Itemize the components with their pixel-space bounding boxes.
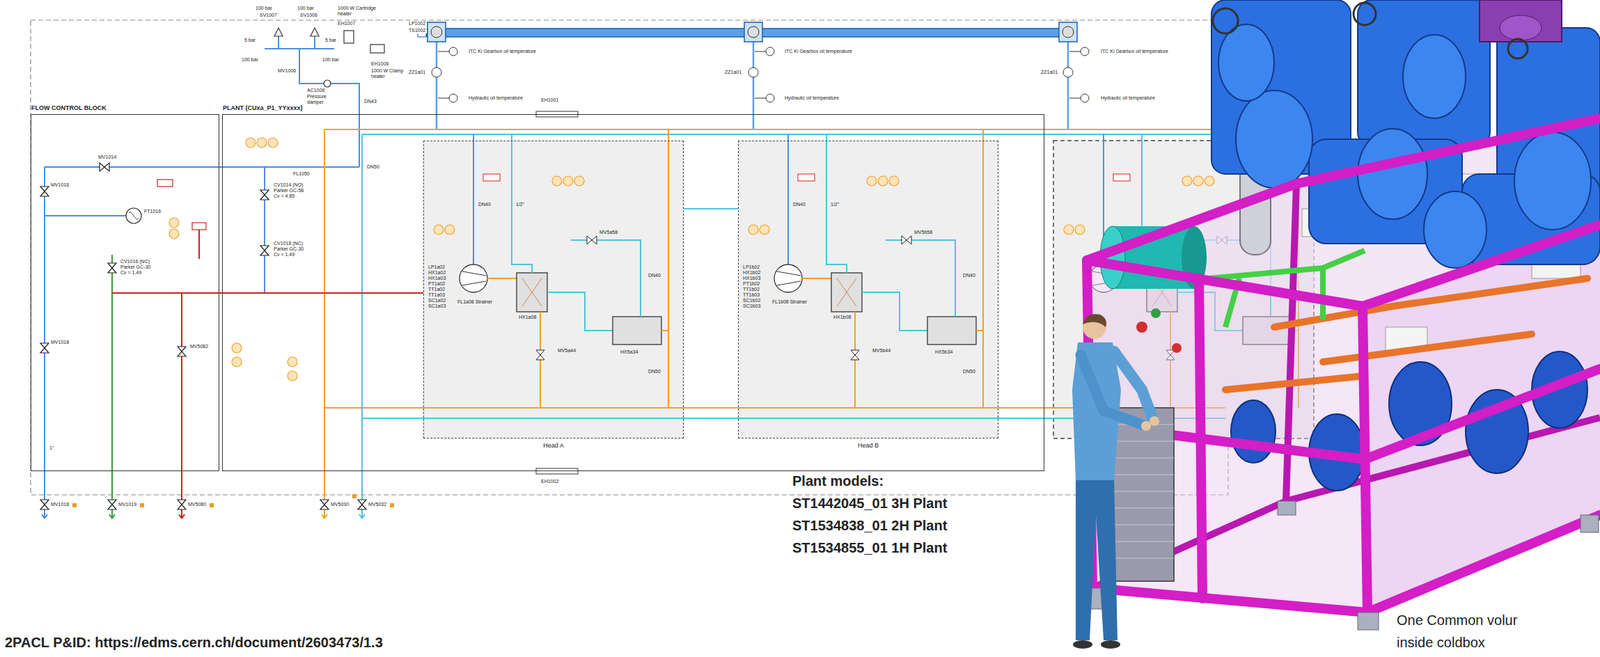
block-heading: PLANT (CUxa_P1_YYxxxx) (222, 104, 303, 112)
tag-label: HX5a34 (619, 349, 639, 356)
tag-label: 1000 W Cartridge heater (336, 5, 381, 17)
tag-label: CV1018 (NC) Parker GC-30 Cv = 1.49 (272, 240, 307, 258)
note-text: ST1534855_01 1H Plant (791, 540, 948, 557)
note-text: One Common volur (1395, 612, 1518, 629)
tag-label: 1/2" (829, 201, 840, 208)
tag-label: 100 bar (254, 5, 273, 12)
pipe-connector (683, 208, 739, 210)
tag-label: FL1a08 Strainer (456, 299, 493, 305)
tag-label: MV1018 (50, 339, 70, 346)
tag-label: FL1b08 Strainer (771, 299, 808, 305)
note-text: 2PACL P&ID: https://edms.cern.ch/documen… (4, 634, 384, 652)
tag-label: CV1014 (NO) Parker GC-58 Cv = 4.85 (272, 182, 307, 200)
tag-label: SV1007 (259, 12, 278, 19)
tag-label: MV1016 (50, 182, 70, 188)
tag-label: ITC Ki Gearbox oil temperature (467, 48, 537, 55)
note-text: ST1534838_01 2H Plant (791, 518, 948, 535)
tag-label: ZZ1a01 (1040, 69, 1059, 76)
tag-label: MV1006 (277, 68, 297, 74)
block-box: FLOW CONTROL BLOCK (30, 114, 220, 472)
tag-label: SV1006 (299, 12, 319, 19)
tag-label: DN40 (647, 272, 662, 279)
head-box: Head A (423, 140, 684, 439)
tag-label: AC1006 (306, 87, 326, 94)
tag-label: EH1007 (336, 20, 356, 27)
tag-label: EH1006 (370, 61, 390, 67)
tag-label: FT1016 (143, 208, 162, 215)
tag-label: MV1018 (50, 502, 70, 508)
tag-label: HX1b08 (832, 314, 852, 321)
block-heading: FLOW CONTROL BLOCK (31, 104, 107, 112)
tag-label: MV5030 (330, 502, 350, 508)
tag-label: LP1002 (408, 20, 427, 27)
tag-label: Hydraulic oil temperature (1100, 95, 1156, 101)
tag-label: 5 bar (243, 37, 257, 44)
tag-label: MV5032 (367, 502, 388, 508)
tag-label: FL1050 (292, 171, 311, 177)
pipe-connector (219, 292, 424, 294)
tag-label: MV5080 (187, 502, 207, 508)
head-box: Head B (738, 140, 999, 439)
tag-label: Hydraulic oil temperature (467, 95, 524, 101)
tag-label: 5 bar (324, 37, 337, 44)
tag-label: MV5a58 (598, 229, 619, 236)
tag-label: MV1014 (97, 154, 117, 161)
tag-label: EH1002 (540, 479, 560, 485)
tag-label: Hydraulic oil temperature (783, 95, 840, 101)
tag-label: 1000 W Clamp heater (370, 68, 407, 80)
tag-label: ITC Ki Gearbox oil temperature (783, 48, 853, 55)
tag-label: MV5a44 (557, 348, 577, 354)
tag-label: DN40 (477, 201, 492, 208)
tag-label: MV5082 (189, 343, 209, 350)
tag-label: LP1b02 HX1b02 HX1b03 PT1b02 TT1b02 TT1b0… (742, 264, 768, 310)
tag-label: DN40 (792, 201, 807, 208)
tag-label: DN40 (962, 272, 977, 279)
note-text: inside coldbox (1395, 634, 1486, 652)
tag-label: TS1002 (408, 27, 427, 34)
tag-label: DN50 (366, 164, 381, 170)
tag-label: LP1a02 HX1a02 HX1a03 PT1a02 TT1a02 TT1a0… (427, 264, 453, 310)
tag-label: CV1016 (NC) Parker GC-30 Cv = 1.49 (119, 259, 154, 276)
head-caption: Head A (543, 442, 564, 450)
plant-box: PLANT (CUxa_P1_YYxxxx)Head AHead B (222, 114, 1045, 472)
tag-label: MV5b58 (913, 229, 933, 236)
tag-label: ZZ1a01 (724, 69, 743, 76)
tag-label: 100 bar (296, 5, 315, 12)
tag-label: HX5b34 (934, 349, 954, 356)
tag-label: HX1a08 (518, 314, 537, 321)
tag-label: ITC Ki Gearbox oil temperature (1100, 48, 1170, 55)
note-text: ST1442045_01 3H Plant (791, 495, 948, 512)
tag-label: ZZ1a01 (408, 69, 427, 76)
tag-label: MV5b44 (871, 348, 892, 354)
tag-label: DN43 (363, 98, 378, 105)
tag-label: 100 bar (240, 57, 260, 63)
note-text: Plant models: (791, 473, 885, 490)
tag-label: 1" (48, 445, 55, 452)
tag-label: Pressure damper (306, 93, 339, 106)
tag-label: MV1019 (117, 502, 138, 508)
tag-label: DN50 (962, 369, 977, 375)
head-caption: Head B (857, 442, 879, 450)
tag-label: 100 bar (321, 57, 340, 63)
tag-label: EH1001 (540, 97, 560, 104)
tag-label: DN50 (647, 369, 662, 375)
tag-label: 1/2" (515, 201, 525, 208)
